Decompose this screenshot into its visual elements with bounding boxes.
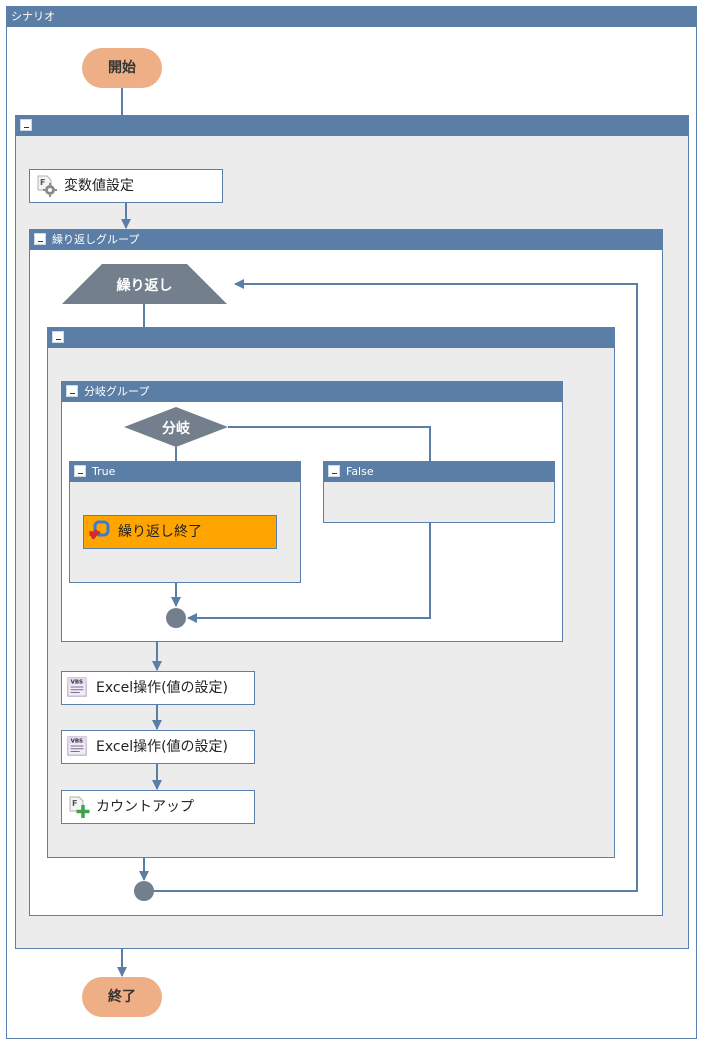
main-group-header xyxy=(16,116,688,136)
false-branch-collapse-button[interactable] xyxy=(328,465,340,477)
count-up-label: カウントアップ xyxy=(96,799,194,815)
false-branch-header: False xyxy=(324,462,554,482)
excel-action-1-label: Excel操作(値の設定) xyxy=(96,680,229,696)
loop-end-label: 繰り返し終了 xyxy=(118,524,202,540)
svg-text:VBS: VBS xyxy=(71,738,83,744)
set-variable-action[interactable]: F 変数値設定 xyxy=(29,169,223,203)
function-gear-icon: F xyxy=(37,175,57,197)
true-branch-header: True xyxy=(70,462,300,482)
count-up-action[interactable]: F カウントアップ xyxy=(61,790,255,824)
svg-text:F: F xyxy=(72,799,77,808)
branch-group-header: 分岐グループ xyxy=(62,382,562,402)
end-label: 終了 xyxy=(108,989,136,1005)
loop-body-collapse-button[interactable] xyxy=(52,331,64,343)
set-variable-label: 変数値設定 xyxy=(64,178,134,194)
false-branch-label: False xyxy=(346,465,374,478)
function-plus-icon: F xyxy=(69,796,90,818)
start-node[interactable]: 開始 xyxy=(82,48,162,88)
loop-label: 繰り返し xyxy=(116,278,173,294)
loop-node[interactable]: 繰り返し xyxy=(62,264,227,304)
excel-action-1[interactable]: VBS Excel操作(値の設定) xyxy=(61,671,255,705)
branch-label: 分岐 xyxy=(162,421,190,437)
svg-text:VBS: VBS xyxy=(71,679,83,685)
loop-group-title: 繰り返しグループ xyxy=(52,233,140,246)
loop-body-header xyxy=(48,328,614,348)
scenario-title: シナリオ xyxy=(11,10,55,23)
svg-text:F: F xyxy=(40,178,45,187)
branch-group-title: 分岐グループ xyxy=(84,385,150,398)
loop-group-collapse-button[interactable] xyxy=(34,233,46,245)
branch-node[interactable]: 分岐 xyxy=(124,407,228,447)
excel-action-2[interactable]: VBS Excel操作(値の設定) xyxy=(61,730,255,764)
vbs-script-icon: VBS xyxy=(67,736,87,756)
loop-end-action[interactable]: 繰り返し終了 xyxy=(83,515,277,549)
true-branch-label: True xyxy=(92,465,116,478)
branch-group-collapse-button[interactable] xyxy=(66,385,78,397)
main-group-collapse-button[interactable] xyxy=(20,119,32,131)
scenario-header: シナリオ xyxy=(7,7,696,27)
loop-exit-icon xyxy=(89,520,110,540)
start-label: 開始 xyxy=(108,60,136,76)
false-branch-panel: False xyxy=(323,461,555,523)
vbs-script-icon: VBS xyxy=(67,677,87,697)
end-node[interactable]: 終了 xyxy=(82,977,162,1017)
loop-group-header: 繰り返しグループ xyxy=(30,230,662,250)
excel-action-2-label: Excel操作(値の設定) xyxy=(96,739,229,755)
true-branch-collapse-button[interactable] xyxy=(74,465,86,477)
